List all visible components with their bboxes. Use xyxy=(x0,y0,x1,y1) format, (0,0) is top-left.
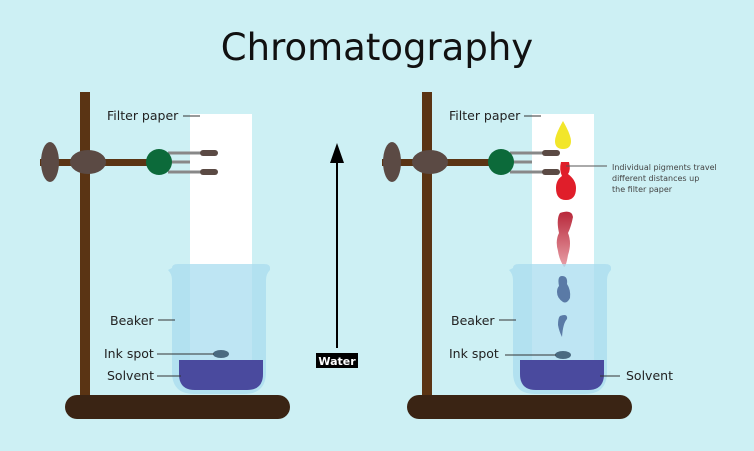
label-ink-spot: Ink spot xyxy=(449,346,499,361)
red-pigment xyxy=(556,162,576,200)
label-filter-paper: Filter paper xyxy=(107,108,179,123)
ink-spot xyxy=(213,350,229,358)
title: Chromatography xyxy=(221,26,533,69)
arrow-head-icon xyxy=(330,143,344,163)
water-label: Water xyxy=(318,355,356,368)
blue-pigment xyxy=(557,276,571,303)
annotation-line-3: the filter paper xyxy=(612,185,673,194)
ink-spot xyxy=(555,351,571,359)
label-beaker: Beaker xyxy=(110,313,154,328)
red-smear-pigment xyxy=(556,211,573,267)
label-solvent: Solvent xyxy=(107,368,154,383)
solvent xyxy=(520,360,604,390)
label-ink-spot: Ink spot xyxy=(104,346,154,361)
solvent xyxy=(179,360,263,390)
left-setup: Filter paper Beaker Ink spot Solvent xyxy=(38,90,292,421)
water-arrow: Water xyxy=(316,143,358,368)
label-filter-paper: Filter paper xyxy=(449,108,521,123)
yellow-pigment xyxy=(555,121,571,149)
label-beaker: Beaker xyxy=(451,313,495,328)
blue-pigment-small xyxy=(558,315,568,337)
annotation-line-2: different distances up xyxy=(612,174,699,183)
label-solvent: Solvent xyxy=(626,368,673,383)
right-setup: Filter paper Beaker Ink spot Solvent Ind… xyxy=(380,90,717,421)
annotation-line-1: Individual pigments travel xyxy=(612,163,717,172)
